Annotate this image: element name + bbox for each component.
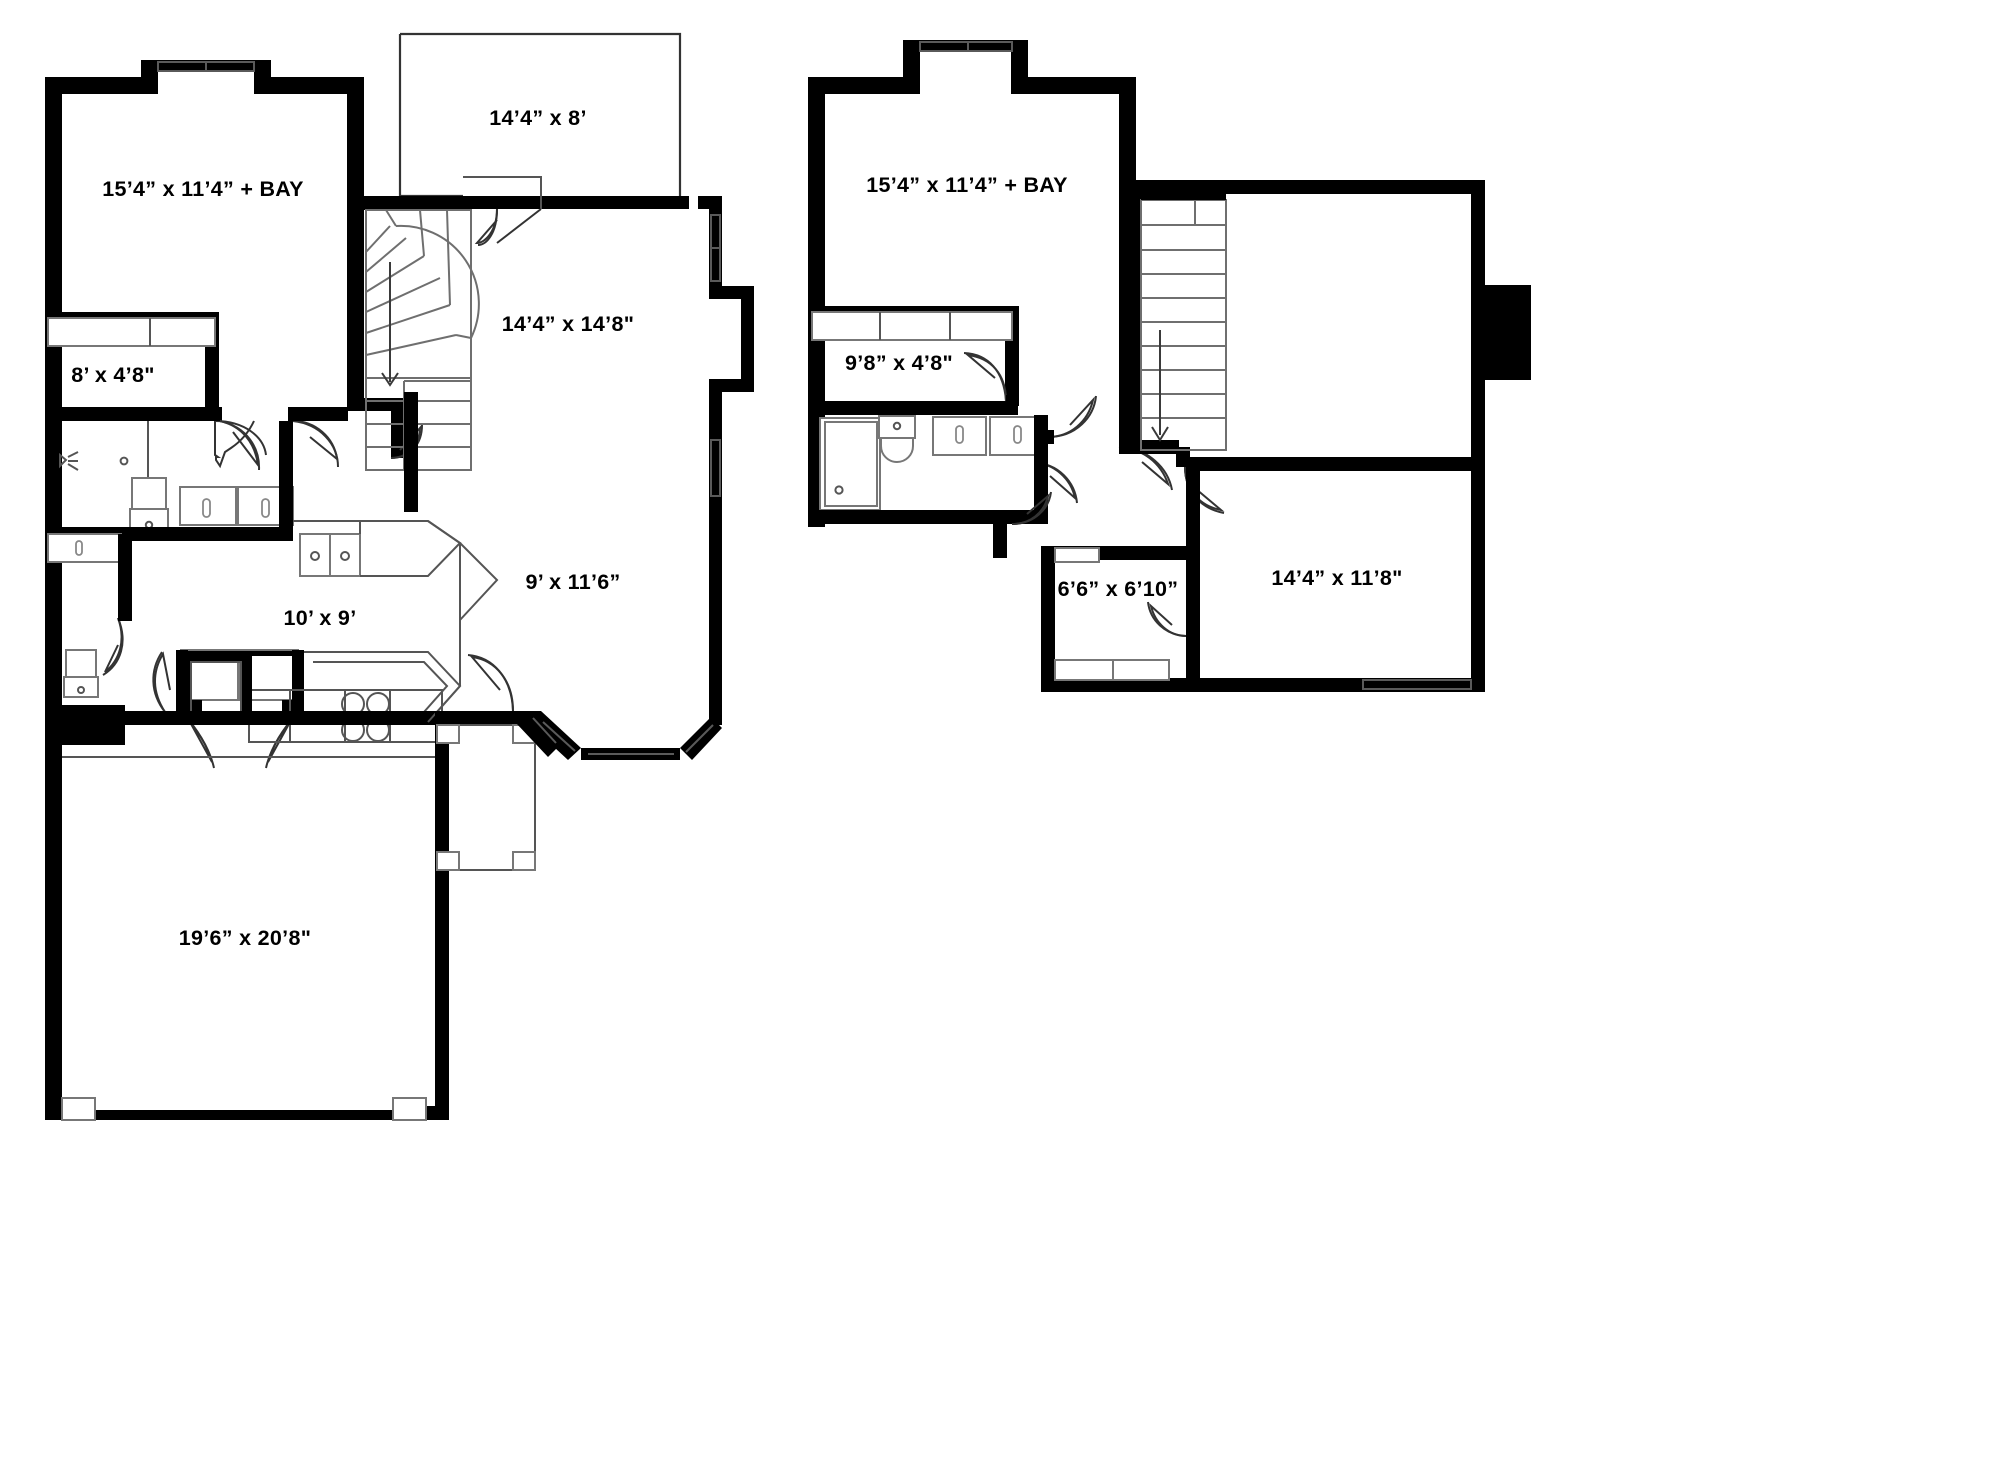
stairs-left-plan	[365, 209, 480, 512]
living-bay-window	[157, 61, 255, 72]
room-label-closet-left: 8’ x 4’8"	[71, 363, 154, 387]
room-label-closet-right: 9’8” x 4’8"	[845, 351, 953, 375]
room-label-deck: 14’4” x 8’	[489, 106, 586, 130]
dining-bay	[427, 520, 499, 723]
room-label-family: 14’4” x 14’8"	[502, 312, 634, 336]
right-plan-group: 15’4” x 11’4” + BAY 9’8” x 4’8" 14’4” x …	[808, 40, 1531, 692]
garage-left-plan	[45, 654, 560, 1121]
bathroom-left-plan	[45, 420, 294, 541]
bedroom3-right-plan	[1041, 546, 1198, 692]
room-label-dining: 9’ x 11’6”	[525, 570, 620, 594]
stairs-right-plan	[1128, 180, 1227, 451]
room-label-master: 15’4” x 11’4” + BAY	[866, 173, 1068, 197]
closet-right-plan	[808, 311, 1018, 415]
room-label-garage: 19’6” x 20’8"	[179, 926, 311, 950]
room-label-living: 15’4” x 11’4” + BAY	[102, 177, 304, 201]
bathroom-right-plan	[808, 395, 1097, 558]
left-plan-group: 15’4” x 11’4” + BAY 14’4” x 8’ 14’4” x 1…	[45, 32, 754, 1121]
room-label-kitchen: 10’ x 9’	[284, 606, 357, 630]
kitchen-left-plan	[125, 520, 462, 769]
room-label-bedroom3: 6’6” x 6’10”	[1058, 577, 1179, 601]
room-label-bedroom2: 14’4” x 11’8"	[1271, 566, 1402, 590]
hall-door-swings	[288, 407, 348, 468]
